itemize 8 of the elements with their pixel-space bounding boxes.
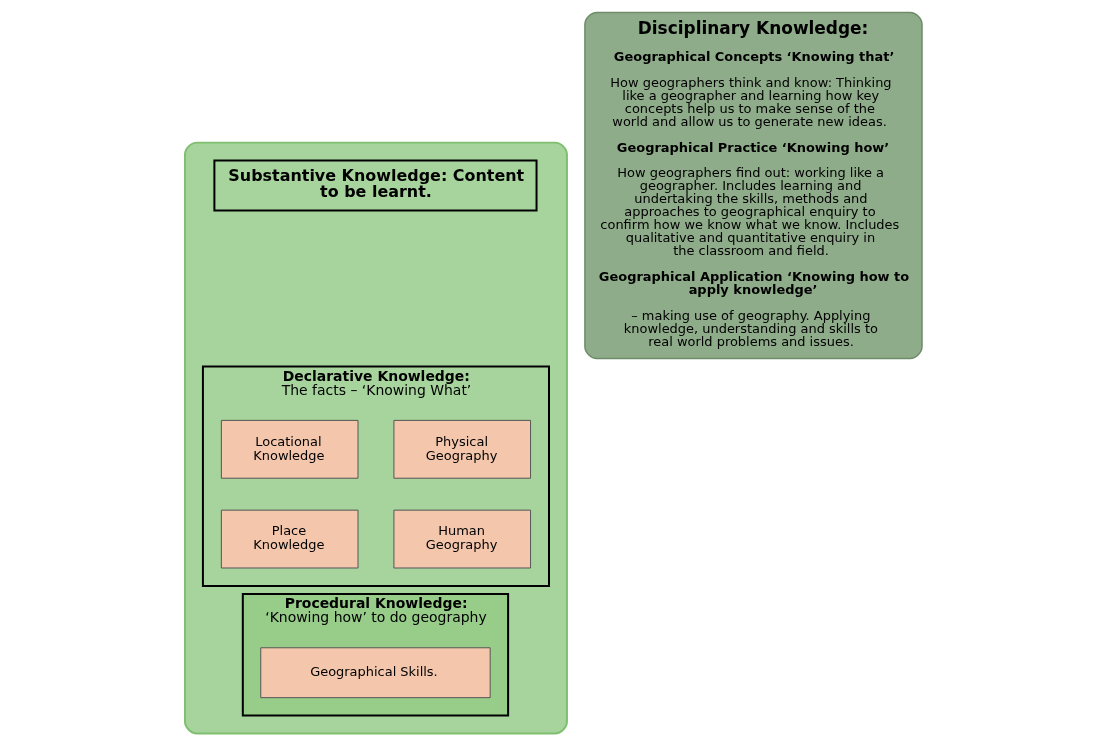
node-box: Place Knowledge <box>220 509 359 569</box>
node-box: Geographical Skills. <box>260 647 491 699</box>
node-box: Physical Geography <box>393 419 532 479</box>
node-box: Substantive Knowledge: Content to be learnt. <box>213 159 538 212</box>
node-box: Human Geography <box>393 509 532 569</box>
cluster <box>183 141 568 735</box>
node-box: Disciplinary Knowledge: Geographical Concepts ‘Knowing that’ How geographers think and know: Thinking like a geographer and learning how key concepts help us to make sense of the world and allow us to generate new ideas. Geographical Practice ‘Knowing how’ How geographers find out: working like a geographer. Includes learning and undertaking the skills, methods and approaches to geographical enquiry to confirm how we know what we know. Includes qualitative and quantitative enquiry in the classroom and field. Geographical Application ‘Knowing how to apply knowledge’ – making use of geography. Applying knowledge, understanding and skills to real world problems and issues. <box>584 11 923 360</box>
node-box: Locational Knowledge <box>220 419 359 479</box>
